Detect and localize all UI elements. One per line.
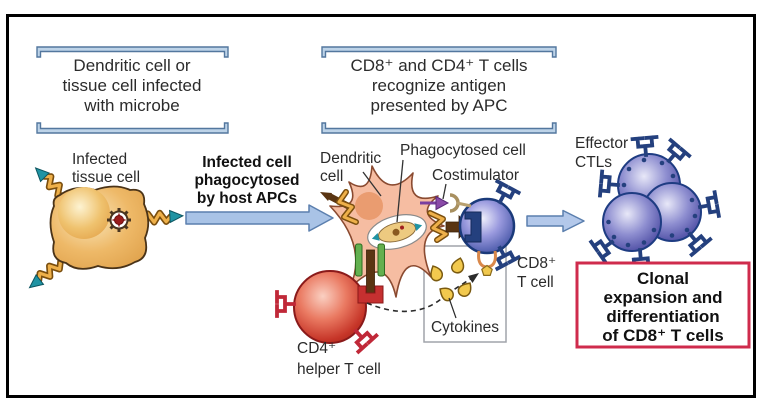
center-header-line2: recognize antigen	[372, 76, 506, 95]
label-line: CTLs	[575, 154, 612, 171]
infected-tissue-cell	[26, 164, 183, 293]
effector-ctls	[589, 135, 721, 270]
cd8-t-cell-label: CD8⁺ T cell	[517, 255, 556, 291]
label-line: Infected cell	[202, 154, 292, 171]
outcome-box: Clonal expansion and differentiation of …	[575, 261, 751, 349]
cytokine-dashed-path	[366, 298, 442, 313]
bracket-bottom-left	[36, 122, 229, 134]
label-line: Infected	[72, 151, 127, 168]
left-header-line2: tissue cell infected	[63, 76, 202, 95]
label-line: helper T cell	[297, 361, 381, 378]
mhc2-rail	[355, 243, 363, 277]
label-line: by host APCs	[197, 190, 297, 207]
bracket-top-left	[36, 46, 229, 58]
cytokines-label: Cytokines	[431, 319, 499, 336]
label-line: cell	[320, 168, 343, 185]
phagocytosis-arrow	[185, 204, 334, 232]
costimulator-pointer	[442, 183, 447, 200]
left-header-line3: with microbe	[83, 96, 179, 115]
cd8-tcr-icon	[464, 211, 482, 243]
antigen-rod-icon	[366, 249, 375, 295]
arrowhead-icon	[468, 273, 479, 283]
outcome-line: of CD8⁺ T cells	[602, 326, 723, 345]
ctl-granules	[606, 219, 657, 248]
ctl-cell-body	[602, 192, 662, 252]
cytokines-pointer-line	[448, 297, 457, 319]
label-line: phagocytosed	[194, 172, 299, 189]
cd4-cell-body	[293, 270, 367, 344]
label-line: T cell	[517, 274, 554, 291]
phagocytosed-cell-pointer	[396, 159, 404, 223]
left-header-line1: Dendritic cell or	[73, 56, 190, 75]
costimulator-label: Costimulator	[432, 167, 519, 184]
outcome-line: differentiation	[606, 307, 719, 326]
dendritic-cell-label: Dendritic cell	[320, 150, 381, 185]
cd8-t-cell	[449, 179, 521, 276]
pointer-lines	[362, 159, 447, 223]
effector-ctls-label: Effector CTLs	[575, 135, 628, 171]
label-line: CD4⁺	[297, 340, 336, 357]
costimulator-pair	[420, 195, 450, 211]
bracket-top-center	[321, 46, 557, 58]
mhc2-rail	[377, 243, 385, 277]
phagocytosis-label: Infected cell phagocytosed by host APCs	[194, 154, 299, 207]
costimulator-receptor-stem	[456, 201, 472, 208]
differentiation-arrow	[526, 209, 585, 233]
costimulator-ligand-icon	[435, 195, 450, 211]
outcome-line: Clonal	[637, 269, 689, 288]
phagocytosed-cell-label: Phagocytosed cell	[400, 142, 526, 159]
label-line: Dendritic	[320, 150, 381, 167]
left-panel-header: Dendritic cell or tissue cell infected w…	[63, 56, 202, 115]
cd4-helper-t-cell-label: CD4⁺ helper T cell	[297, 340, 381, 378]
infected-cell-nucleus	[58, 187, 110, 239]
center-header-line3: presented by APC	[370, 96, 507, 115]
microbe-icon	[107, 208, 131, 232]
infected-tissue-cell-label: Infected tissue cell	[72, 151, 140, 186]
outcome-line: expansion and	[603, 288, 722, 307]
left-panel-brackets	[36, 46, 229, 134]
dendritic-cell-nucleus	[355, 192, 383, 220]
cd4-tcr-icon	[357, 285, 384, 304]
center-panel-header: CD8⁺ and CD4⁺ T cells recognize antigen …	[351, 56, 528, 115]
ctl-granules	[669, 197, 698, 238]
center-header-line1: CD8⁺ and CD4⁺ T cells	[351, 56, 528, 75]
label-line: CD8⁺	[517, 255, 556, 272]
dendritic-cell-pointer	[362, 171, 382, 197]
bound-cytokine-icon	[481, 264, 493, 276]
label-line: tissue cell	[72, 169, 140, 186]
cytokine-secretion: Cytokines	[366, 256, 499, 336]
cd4-helper-t-cell	[275, 270, 384, 354]
cd8-cell-body	[458, 197, 516, 255]
phagosome-vesicle	[367, 214, 427, 250]
center-panel-brackets	[321, 46, 557, 134]
bracket-bottom-center	[321, 122, 557, 134]
mhc2-antigen-complex	[355, 243, 385, 295]
mhc-antigen-left	[320, 189, 359, 225]
label-line: Effector	[575, 135, 628, 152]
outcome-box-border	[575, 261, 751, 349]
